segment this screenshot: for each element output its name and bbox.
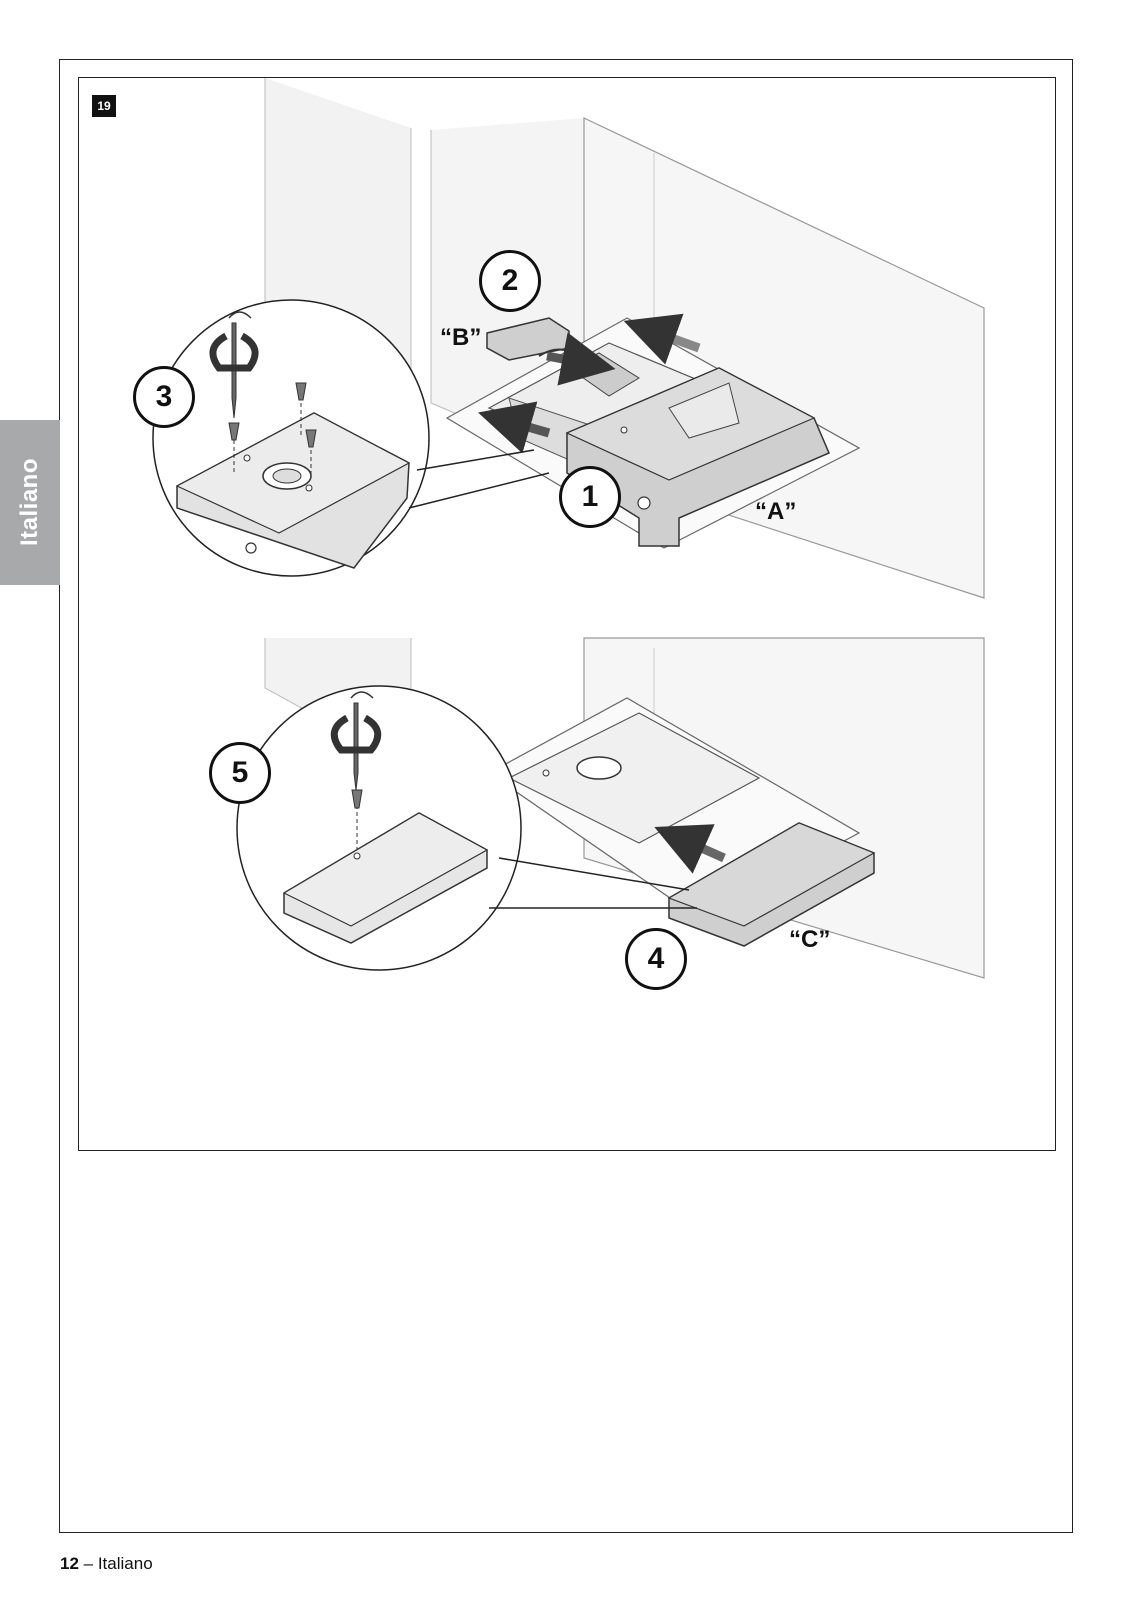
- page-footer: 12 – Italiano: [60, 1554, 153, 1574]
- step-2-circle: 2: [479, 250, 541, 312]
- step-5-circle: 5: [209, 742, 271, 804]
- label-c: “C”: [789, 926, 830, 954]
- language-side-tab-label: Italiano: [16, 458, 44, 546]
- footer-page-number: 12: [60, 1554, 79, 1573]
- bottom-scene: [237, 638, 984, 978]
- step-3-circle: 3: [133, 366, 195, 428]
- label-a: “A”: [755, 498, 796, 526]
- installation-illustration: [79, 78, 1056, 1151]
- footer-language: Italiano: [98, 1554, 153, 1573]
- figure-box: 19: [78, 77, 1056, 1151]
- step-4-circle: 4: [625, 928, 687, 990]
- step-1-circle: 1: [559, 466, 621, 528]
- label-b: “B”: [440, 324, 481, 352]
- footer-separator: –: [79, 1554, 98, 1573]
